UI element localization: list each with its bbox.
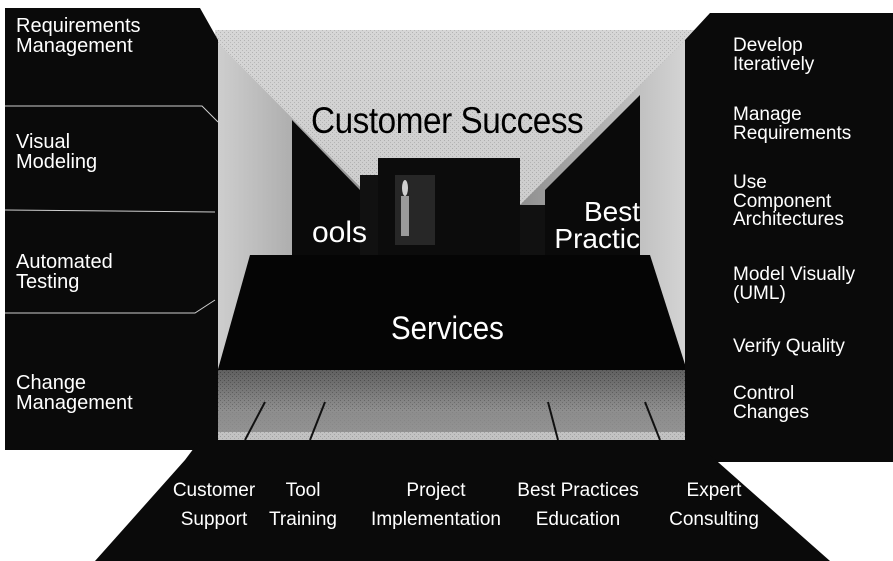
service-item-best-practices-education: Best Practices Education <box>517 480 639 531</box>
best-practices-pillar <box>545 95 640 255</box>
practice-item-verify-quality: Verify Quality <box>733 336 845 357</box>
service-item-project-implementation: Project Implementation <box>371 480 501 531</box>
practice-item-develop-iteratively: Develop Iteratively <box>733 35 815 75</box>
tool-item-automated-testing: Automated Testing <box>16 251 113 294</box>
services-panel <box>95 440 830 561</box>
tool-item-change-management: Change Management <box>16 372 133 415</box>
tool-item-requirements-management: Requirements Management <box>16 15 141 58</box>
services-label: Services <box>391 310 504 346</box>
diagram-title: Customer Success <box>311 100 584 141</box>
service-item-customer-support: Customer Support <box>172 480 256 531</box>
tools-panel <box>5 8 218 450</box>
best-practices-panel <box>685 13 893 462</box>
practice-item-model-visually: Model Visually (UML) <box>733 264 856 304</box>
services-base <box>215 255 690 380</box>
practice-item-control-changes: Control Changes <box>733 383 810 423</box>
best-practices-pillar-label: Best Practic <box>554 198 640 253</box>
practice-item-use-component-architectures: Use Component Architectures <box>733 172 844 231</box>
figure-in-doorway <box>402 180 408 196</box>
tool-item-visual-modeling: Visual Modeling <box>16 131 98 174</box>
tools-pillar-label: ools <box>312 216 368 249</box>
tools-pillar <box>292 120 360 255</box>
practice-item-manage-requirements: Manage Requirements <box>733 104 852 144</box>
service-item-tool-training: Tool Training <box>269 480 337 531</box>
service-item-expert-consulting: Expert Consulting <box>669 480 759 531</box>
